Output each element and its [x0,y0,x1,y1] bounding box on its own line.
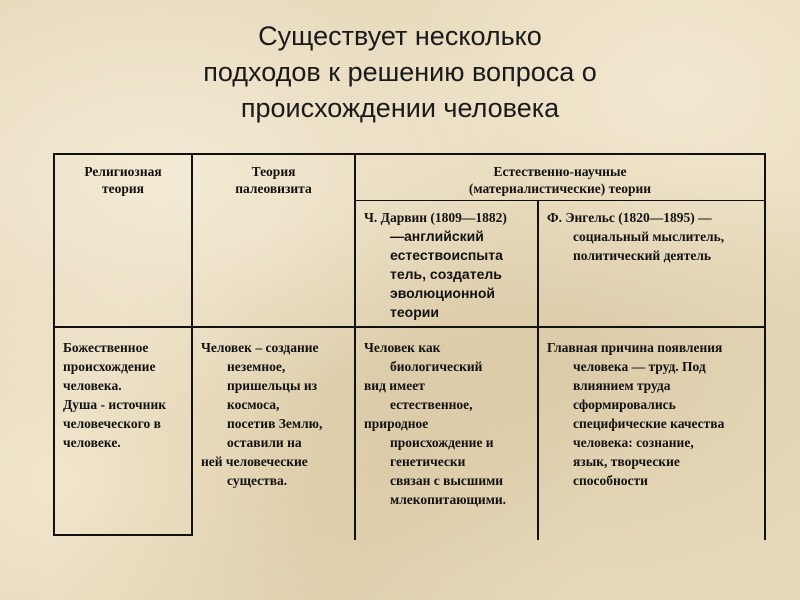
title-line: подходов к решению вопроса о [203,57,597,87]
text-line: связан с высшими [390,473,504,488]
text: (материалистические) теории [468,181,652,196]
text: Ч. Дарвин (1809—1882) [364,210,507,225]
text-line: пришельцы из [227,378,318,393]
text-line: человеке. [63,435,121,450]
text-line: посетив Землю, [227,416,323,431]
text-line: оставили на [227,435,302,450]
text-line: —английский [390,228,484,244]
text-line: генетически [390,454,466,469]
text: палеовизита [235,181,312,196]
border [537,200,539,540]
engels-cell: Ф. Энгельс (1820—1895) — социальный мысли… [539,202,764,265]
slide-title: Существует несколько подходов к решению … [0,18,800,126]
text-line: теории [390,304,439,320]
header-religious: Религиозная теория [55,155,191,197]
title-line: происхождении человека [240,93,560,123]
text-line: биологический [390,359,483,374]
border [354,153,356,540]
header-natural: Естественно-научные (материалистические)… [356,155,764,197]
border [764,153,766,540]
darwin-body: Человек как биологический вид имеет естеств… [356,330,537,509]
engels-body: Главная причина появления человека — труд… [539,330,764,490]
text-line: влиянием труда [573,378,671,393]
text-line: сформировались [573,397,676,412]
text-line: язык, творческие [573,454,680,469]
text-line: Главная причина появления [547,340,723,355]
text-line: вид имеет [364,378,425,393]
paleovisit-body: Человек – создание неземное, пришельцы из к… [193,330,354,490]
text-line: человека: сознание, [573,435,694,450]
text-line: космоса, [227,397,280,412]
text-line: млекопитающими. [390,492,507,507]
text-line: Душа - источник [63,397,167,412]
text-line: Человек – создание [201,340,319,355]
text: Религиозная [84,164,162,179]
text-line: Божественное [63,340,149,355]
religious-body: Божественное происхождение человека. Душа -… [55,330,191,452]
text-line: существа. [227,473,288,488]
border [355,200,766,201]
text-line: человеческого в [63,416,161,431]
border [53,534,193,536]
text-line: специфические качества [573,416,725,431]
text: Естественно-научные [493,164,627,179]
text: теория [102,181,144,196]
text-line: естественное, [390,397,473,412]
text-line: ней человеческие [201,454,308,469]
darwin-cell: Ч. Дарвин (1809—1882) —английский естеств… [356,202,537,322]
text-line: естествоиспыта [390,247,503,263]
text-line: человека — труд. Под [573,359,706,374]
border [53,326,766,328]
header-paleovisit: Теория палеовизита [193,155,354,197]
text-line: способности [573,473,648,488]
text-line: эволюционной [390,285,496,301]
text-line: социальный мыслитель, [573,229,725,244]
text-line: природное [364,416,429,431]
border [191,153,193,536]
title-line: Существует несколько [258,21,542,51]
border [53,153,766,155]
text-line: неземное, [227,359,286,374]
text-line: Ф. Энгельс (1820—1895) — [547,210,712,225]
border [53,153,55,536]
text-line: человека. [63,378,122,393]
text-line: тель, создатель [390,266,502,282]
text-line: Человек как [364,340,441,355]
text-line: происхождение [63,359,156,374]
text-line: происхождение и [390,435,494,450]
text: Теория [251,164,296,179]
text-line: политический деятель [573,248,712,263]
